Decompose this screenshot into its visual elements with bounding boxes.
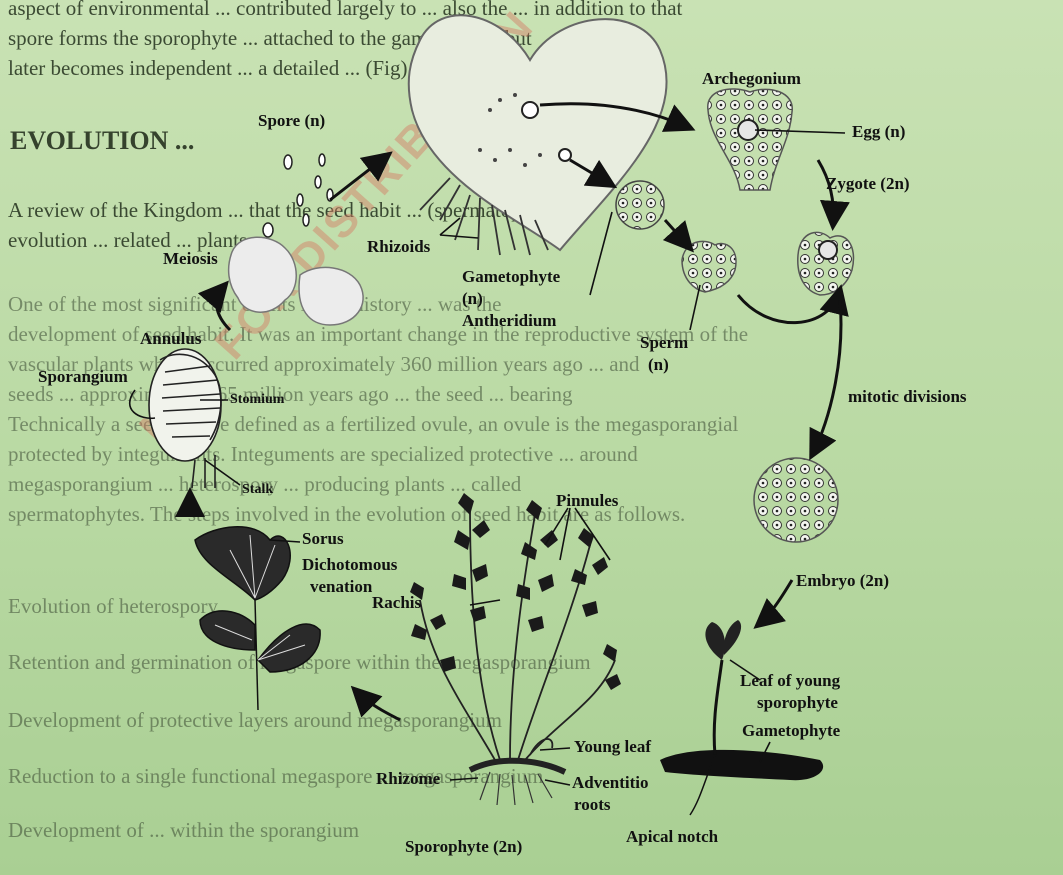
label-embryo: Embryo (2n) [796, 572, 889, 591]
label-rhizoids: Rhizoids [367, 238, 430, 257]
young-sporophyte-drawing [660, 620, 823, 815]
label-gametophyte: Gametophyte [462, 268, 560, 287]
label-mitotic-divisions: mitotic divisions [848, 388, 967, 407]
label-archegonium: Archegonium [702, 70, 801, 89]
fern-sporophyte-drawing [410, 493, 621, 805]
label-sorus: Sorus [302, 530, 344, 549]
archegonium-drawing [708, 89, 792, 190]
label-egg: Egg (n) [852, 123, 905, 142]
label-adventitious: Adventitio [572, 774, 649, 793]
spores-drawing [263, 154, 333, 237]
label-sporangium: Sporangium [38, 368, 128, 387]
label-apical-notch: Apical notch [626, 828, 718, 847]
label-antheridium: Antheridium [462, 312, 556, 331]
fertilization-drawing [682, 232, 853, 295]
leader-lines [130, 130, 845, 785]
sporangium-drawing [149, 349, 221, 488]
label-rhizome: Rhizome [376, 770, 440, 789]
label-rachis: Rachis [372, 594, 421, 613]
label-sporophyte: Sporophyte (2n) [405, 838, 522, 857]
label-young-leaf: Young leaf [574, 738, 651, 757]
label-sperm: Sperm [640, 334, 688, 353]
antheridium-drawing [616, 181, 664, 229]
label-roots: roots [574, 796, 611, 815]
label-leaf-young-1: Leaf of young [740, 672, 840, 691]
label-spore: Spore (n) [258, 112, 325, 131]
label-dichotomous: Dichotomous [302, 556, 397, 575]
label-leaf-young-2: sporophyte [757, 694, 838, 713]
label-stalk: Stalk [242, 482, 273, 497]
label-annulus: Annulus [140, 330, 201, 349]
label-sperm-ploidy: (n) [648, 356, 669, 375]
embryo-drawing [754, 458, 838, 542]
label-pinnules: Pinnules [556, 492, 618, 511]
label-venation: venation [310, 578, 372, 597]
label-stomium: Stomium [230, 392, 284, 407]
label-gametophyte-ploidy: (n) [462, 290, 483, 309]
dehiscing-sporangium-drawing [229, 237, 364, 325]
label-zygote: Zygote (2n) [826, 175, 910, 194]
label-gametophyte-young: Gametophyte [742, 722, 840, 741]
label-meiosis: Meiosis [163, 250, 218, 269]
